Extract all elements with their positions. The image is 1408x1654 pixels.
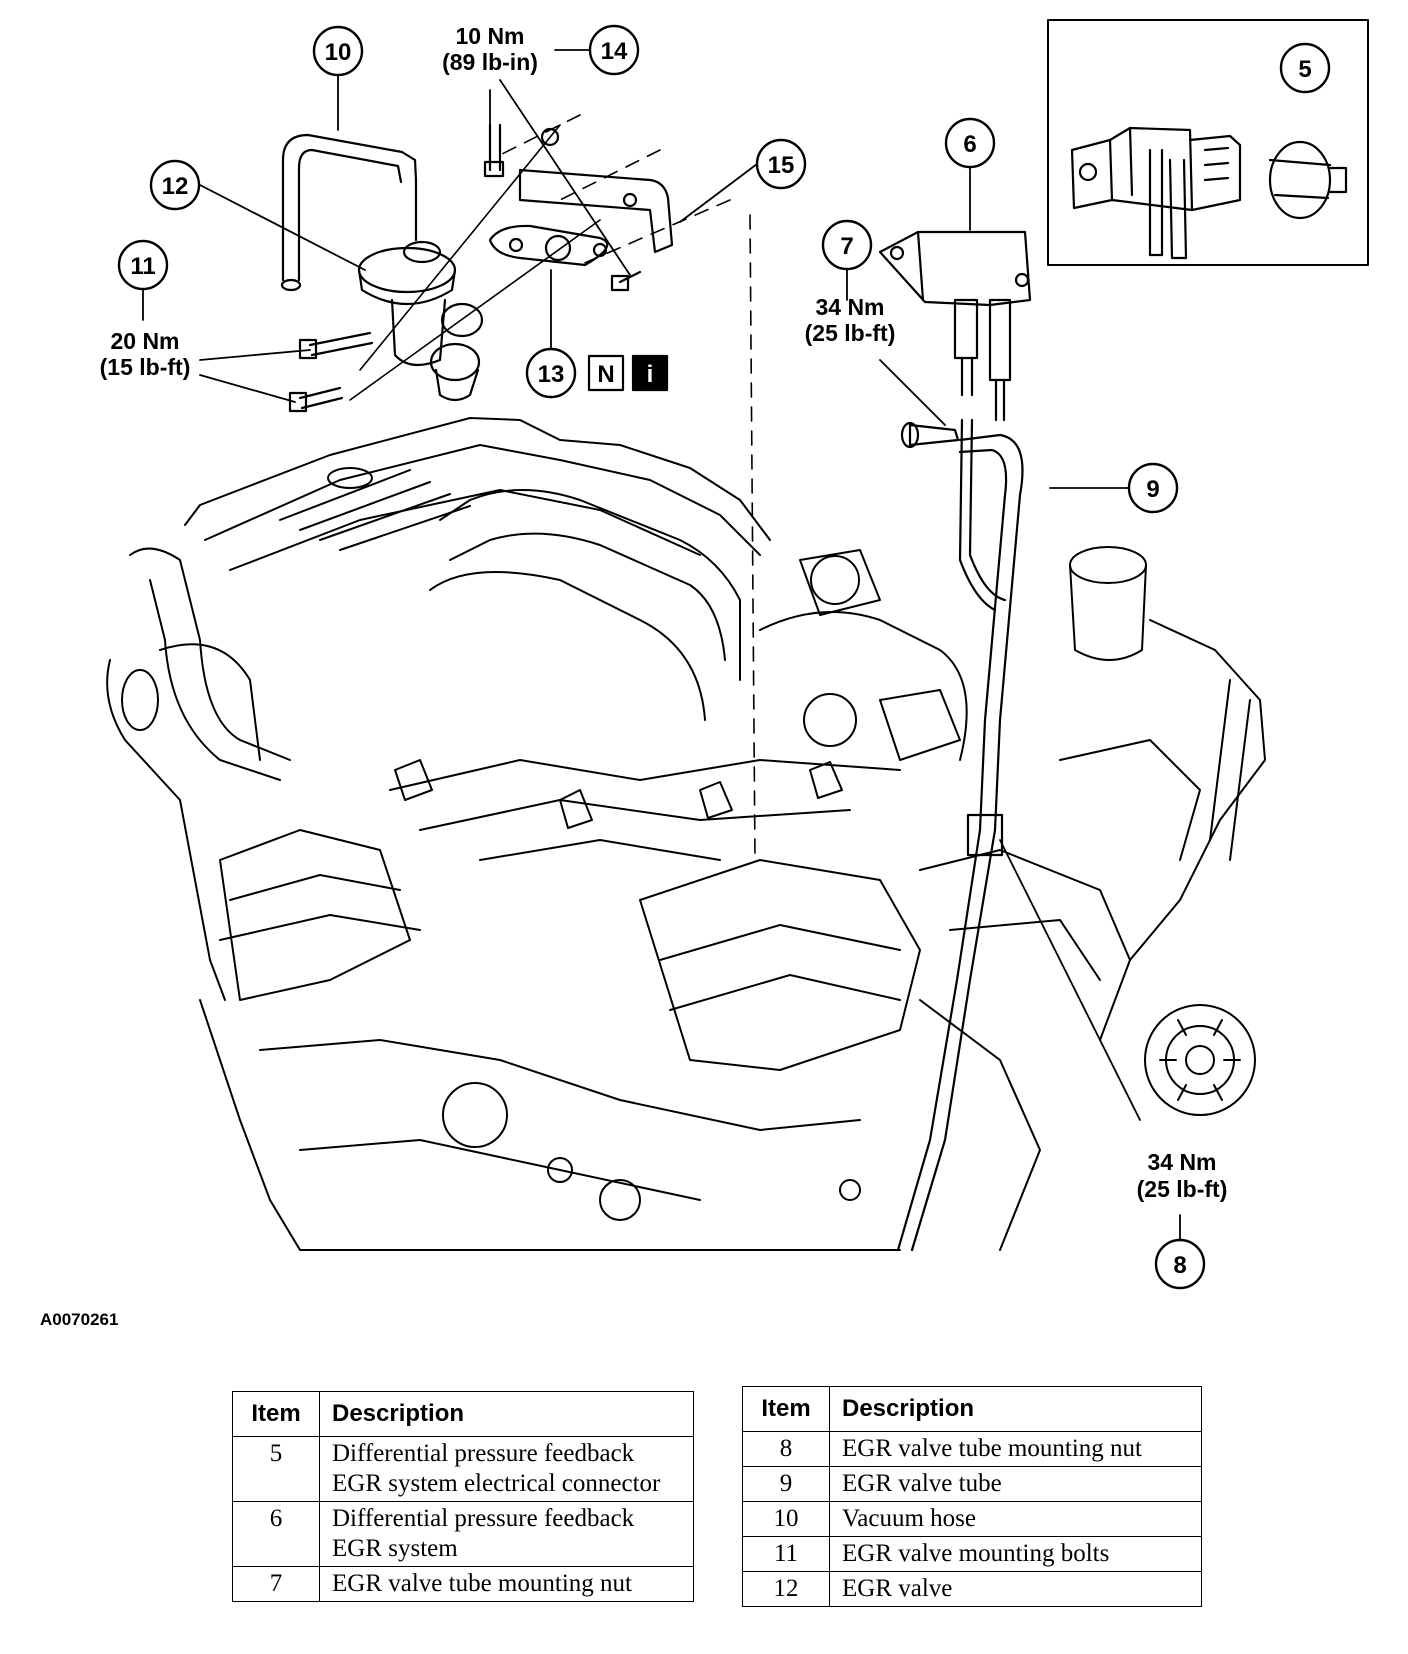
callout-10-label: 10 bbox=[325, 39, 352, 66]
legend-item-description: Differential pressure feedback EGR syste… bbox=[319, 1501, 694, 1567]
callout-8-label: 8 bbox=[1173, 1252, 1186, 1279]
description-column-header: Description bbox=[829, 1386, 1202, 1432]
egr-tube-drawing bbox=[896, 418, 1024, 1252]
torque-8-nm: 34 Nm bbox=[1147, 1149, 1216, 1175]
info-badge: i bbox=[647, 361, 654, 388]
legend-item-number: 6 bbox=[232, 1501, 320, 1567]
item-column-header: Item bbox=[742, 1386, 830, 1432]
legend-header-row: Item Description bbox=[742, 1386, 1202, 1432]
egr-mounting-bolts-drawing bbox=[288, 331, 374, 413]
description-column-header: Description bbox=[319, 1391, 694, 1437]
legend-row: 10 Vacuum hose bbox=[742, 1501, 1202, 1537]
callout-14-label: 14 bbox=[601, 38, 628, 65]
callout-12-circle bbox=[149, 159, 201, 211]
legend-row: 6 Differential pressure feedback EGR sys… bbox=[232, 1501, 694, 1567]
legend-item-number: 8 bbox=[742, 1431, 830, 1467]
torque-14-imperial: (89 lb-in) bbox=[442, 49, 538, 75]
legend-row: 5 Differential pressure feedback EGR sys… bbox=[232, 1436, 694, 1502]
egr-valve-drawing bbox=[357, 240, 484, 402]
torque-7-imperial: (25 lb-ft) bbox=[805, 320, 896, 346]
legend-row: 12 EGR valve bbox=[742, 1571, 1202, 1607]
new-part-badge: N bbox=[597, 361, 614, 388]
legend-table-right: Item Description 8 EGR valve tube mounti… bbox=[742, 1386, 1202, 1607]
dpfe-sensor-drawing bbox=[878, 230, 1032, 422]
egr-bracket-drawing bbox=[518, 127, 674, 254]
legend-table-left: Item Description 5 Differential pressure… bbox=[232, 1391, 694, 1602]
callout-6-label: 6 bbox=[963, 131, 976, 158]
legend-item-description: Differential pressure feedback EGR syste… bbox=[319, 1436, 694, 1502]
legend-item-number: 10 bbox=[742, 1501, 830, 1537]
callout-15-label: 15 bbox=[768, 152, 795, 179]
legend-row: 8 EGR valve tube mounting nut bbox=[742, 1431, 1202, 1467]
legend-item-number: 7 bbox=[232, 1566, 320, 1602]
legend-item-description: EGR valve tube mounting nut bbox=[319, 1566, 694, 1602]
assembly-guide-lines bbox=[499, 114, 756, 861]
pressure-sensor-connector-drawing bbox=[1070, 126, 1348, 260]
torque-11-nm: 20 Nm bbox=[110, 328, 179, 354]
torque-8-imperial: (25 lb-ft) bbox=[1137, 1176, 1228, 1202]
callout-9-label: 9 bbox=[1146, 476, 1159, 503]
callout-7-label: 7 bbox=[840, 233, 853, 260]
egr-gasket-drawing bbox=[488, 224, 609, 267]
callout-11-label: 11 bbox=[130, 253, 155, 280]
vacuum-hose-drawing bbox=[280, 133, 418, 292]
legend-item-description: EGR valve tube mounting nut bbox=[829, 1431, 1202, 1467]
callout-12-label: 12 bbox=[162, 173, 189, 200]
engine-block-drawing bbox=[106, 417, 1266, 1251]
legend-item-number: 11 bbox=[742, 1536, 830, 1572]
i-badge-frame bbox=[631, 354, 669, 392]
torque-14-nm: 10 Nm bbox=[455, 23, 524, 49]
legend-row: 9 EGR valve tube bbox=[742, 1466, 1202, 1502]
legend-item-description: EGR valve bbox=[829, 1571, 1202, 1607]
figure-id: A0070261 bbox=[40, 1310, 119, 1329]
inset-frame bbox=[1047, 19, 1369, 266]
legend-row: 11 EGR valve mounting bolts bbox=[742, 1536, 1202, 1572]
callout-13-label: 13 bbox=[538, 361, 565, 388]
callout-5-label: 5 bbox=[1298, 56, 1311, 83]
n-badge-frame bbox=[587, 354, 625, 392]
legend-item-description: EGR valve mounting bolts bbox=[829, 1536, 1202, 1572]
legend-item-number: 5 bbox=[232, 1436, 320, 1502]
legend-header-row: Item Description bbox=[232, 1391, 694, 1437]
callout-14-circle bbox=[588, 24, 640, 76]
legend-item-number: 12 bbox=[742, 1571, 830, 1607]
legend-row: 7 EGR valve tube mounting nut bbox=[232, 1566, 694, 1602]
legend-item-description: Vacuum hose bbox=[829, 1501, 1202, 1537]
leader-lines bbox=[142, 49, 1181, 1241]
legend-item-number: 9 bbox=[742, 1466, 830, 1502]
item-column-header: Item bbox=[232, 1391, 320, 1437]
legend-item-description: EGR valve tube bbox=[829, 1466, 1202, 1502]
torque-7-nm: 34 Nm bbox=[815, 294, 884, 320]
engine-diagram: 10 14 5 6 12 15 11 7 13 9 8 10 Nm (89 lb… bbox=[100, 19, 1369, 1290]
callout-5-circle bbox=[1279, 42, 1331, 94]
torque-11-imperial: (15 lb-ft) bbox=[100, 354, 191, 380]
